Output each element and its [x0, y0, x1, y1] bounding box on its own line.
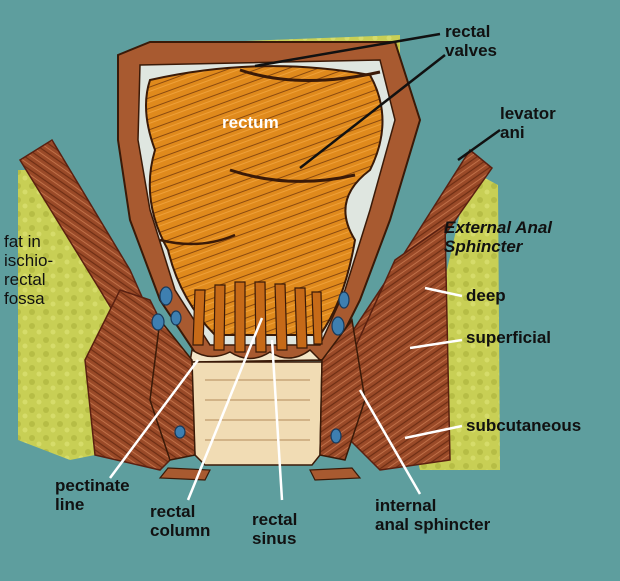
rectum-body: [145, 65, 384, 336]
label-external-anal-sphincter: External Anal Sphincter: [444, 218, 553, 256]
label-superficial: superficial: [466, 328, 552, 347]
pointer-lines: [254, 32, 501, 169]
label-rectal-valves-line1: rectal: [445, 22, 491, 41]
rectal-columns: [192, 281, 323, 353]
internal-sphincter-left: [149, 318, 196, 461]
skin-left: [158, 467, 211, 481]
label-levator-ani: levator ani: [500, 104, 556, 142]
label-fat-ischiorectal-fossa: fat in ischio- rectal fossa: [4, 232, 54, 308]
pectinate-line-mark: [189, 348, 322, 363]
label-rectal-column: rectal column: [150, 502, 211, 540]
label-rectal-sinus: rectal sinus: [252, 510, 298, 548]
label-internal-anal-sphincter: internal anal sphincter: [375, 496, 491, 534]
internal-sphincter-right: [319, 318, 366, 461]
label-subcutaneous: subcutaneous: [466, 416, 582, 435]
label-rectum: rectum: [222, 113, 279, 132]
vessels: [151, 286, 350, 444]
skin-right: [309, 467, 362, 481]
pointer-lines-white: [108, 286, 463, 501]
label-pectinate-line: pectinate line: [55, 476, 130, 514]
label-rectal-valves: rectal valves: [445, 22, 497, 60]
label-rectal-valves-line2: valves: [445, 41, 497, 60]
label-deep: deep: [466, 286, 506, 305]
